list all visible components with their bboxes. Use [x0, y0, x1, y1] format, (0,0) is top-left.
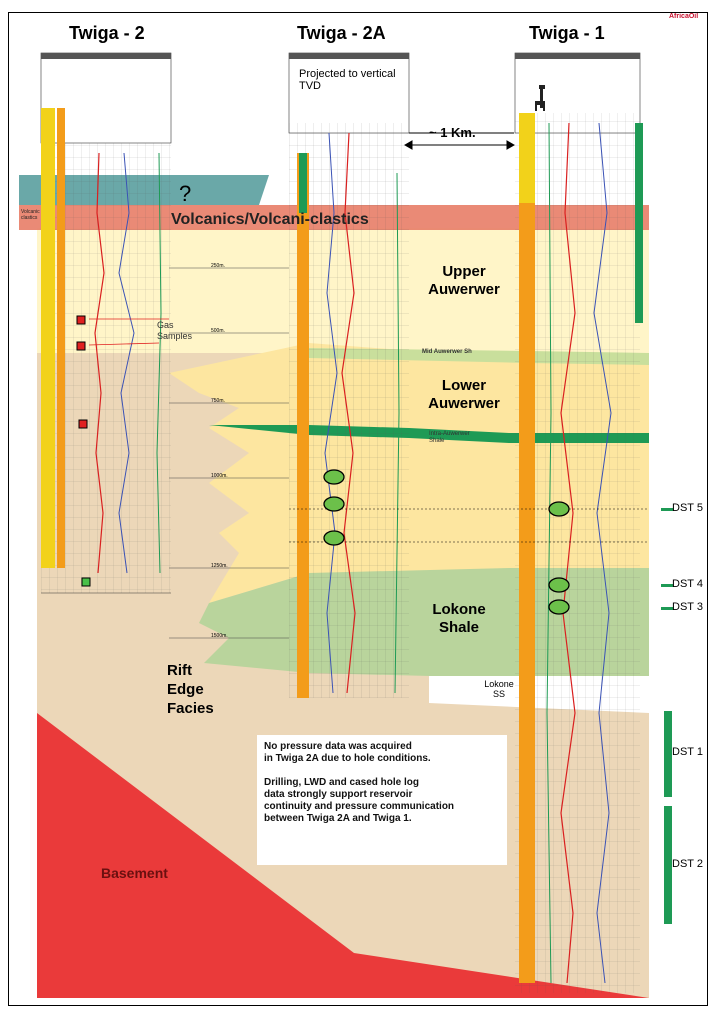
volcanics-side-label: Volcanic clastics — [21, 209, 40, 221]
lower-auwerwer-line1: Lower — [441, 377, 487, 394]
distance-arrow — [403, 140, 516, 150]
upper-auwerwer-line1: Upper — [442, 263, 486, 280]
lower-auwerwer-label: Lower Auwerwer — [414, 377, 514, 413]
callout-text: No pressure data was acquired in Twiga 2… — [264, 741, 504, 825]
depth-mark-250: 250m. — [211, 263, 225, 269]
well-title-twiga-1: Twiga - 1 — [529, 23, 605, 43]
question-mark-label: ? — [179, 181, 192, 206]
volcanics-side-line1: Volcanic — [21, 209, 40, 215]
depth-mark-500: 500m. — [211, 328, 225, 334]
samples-line: Samples — [157, 331, 193, 341]
lokone-shale-line1: Lokone — [432, 601, 486, 618]
lokone-shale-label: Lokone Shale — [419, 601, 499, 637]
well-title-twiga-2: Twiga - 2 — [69, 23, 145, 43]
lower-auwerwer-line2: Auwerwer — [428, 395, 500, 412]
distance-label: ~ 1 Km. — [429, 125, 476, 140]
lokone-ss-line2: SS — [492, 689, 505, 699]
callout-box — [257, 735, 507, 865]
lokone-ss-label: Lokone SS — [481, 679, 517, 699]
dst4-label: DST 4 — [672, 578, 703, 590]
well-title-twiga-2a: Twiga - 2A — [297, 23, 386, 43]
gas-line: Gas — [157, 320, 174, 330]
intra-shale-line1: Intra-Auwerwer — [429, 431, 470, 437]
depth-mark-1000: 1000m. — [211, 473, 228, 479]
gas-samples-label: Gas Samples — [157, 320, 192, 342]
callout-line-2: in Twiga 2A due to hole conditions. — [264, 753, 431, 764]
callout-line-5: continuity and pressure communication — [264, 801, 455, 812]
twiga-1-log-column — [514, 52, 643, 993]
rift-line1: Rift — [167, 662, 192, 679]
depth-mark-1500: 1500m. — [211, 633, 228, 639]
depth-correlation-lines — [169, 132, 649, 639]
callout-line-1: No pressure data was acquired — [264, 741, 412, 752]
projected-note-line1: Projected to vertical — [299, 68, 396, 80]
cross-section-svg — [19, 52, 673, 998]
projected-note: Projected to vertical TVD — [299, 68, 396, 92]
rift-line2: Edge — [167, 681, 204, 698]
upper-auwerwer-label: Upper Auwerwer — [414, 263, 514, 299]
intra-shale-line2: Shale — [429, 438, 445, 444]
dst1-label: DST 1 — [672, 746, 703, 758]
projected-note-line2: TVD — [299, 80, 321, 92]
dst5-label: DST 5 — [672, 502, 703, 514]
giraffe-logo-icon — [535, 85, 545, 111]
depth-mark-750: 750m. — [211, 398, 225, 404]
intra-auwerwer-shale-label: Intra-Auwerwer Shale — [429, 431, 470, 445]
dst3-label: DST 3 — [672, 601, 703, 613]
lokone-shale-line2: Shale — [438, 619, 480, 636]
basement-label: Basement — [101, 865, 168, 881]
dst-markers — [661, 508, 673, 924]
rift-line3: Facies — [167, 700, 214, 717]
cross-section-figure: Twiga - 2 Twiga - 2A Twiga - 1 AfricaOil… — [8, 12, 708, 1006]
twiga-2-log-column — [40, 52, 172, 594]
volcanics-label: Volcanics/Volcani-clastics — [171, 211, 369, 228]
africaoil-logo: AfricaOil — [669, 13, 699, 20]
mid-auwerwer-shale-label: Mid Auwerwer Sh — [422, 349, 472, 355]
callout-line-4: data strongly support reservoir — [264, 789, 413, 800]
depth-mark-1250: 1250m. — [211, 563, 228, 569]
upper-auwerwer-line2: Auwerwer — [428, 281, 500, 298]
basement-unit — [37, 713, 649, 998]
lokone-ss-line1: Lokone — [484, 679, 514, 689]
dst2-label: DST 2 — [672, 858, 703, 870]
gas-sample-markers — [76, 315, 169, 587]
twiga-2a-log-column — [288, 52, 410, 698]
pressure-ellipses — [323, 469, 570, 615]
rift-edge-facies-label: Rift Edge Facies — [167, 661, 214, 718]
callout-line-3: Drilling, LWD and cased hole log — [264, 777, 420, 788]
callout-line-6: between Twiga 2A and Twiga 1. — [264, 813, 412, 824]
volcanics-side-line2: clastics — [21, 215, 38, 221]
